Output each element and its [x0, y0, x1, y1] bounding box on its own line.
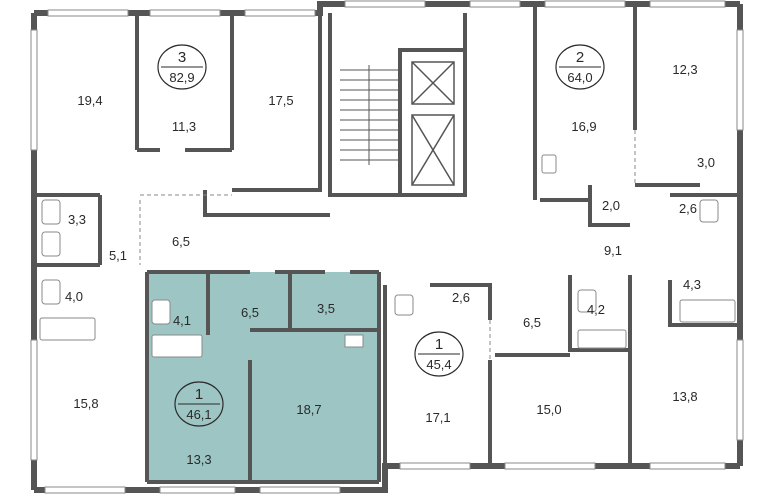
room-area-label: 11,3	[172, 119, 196, 134]
apartment-badge[interactable]: 1 45,4	[414, 331, 464, 377]
interior-walls	[34, 4, 740, 484]
room-area-label: 2,6	[679, 201, 697, 216]
staircase	[340, 65, 398, 165]
apartment-number: 2	[576, 49, 584, 66]
apartment-area: 45,4	[426, 357, 451, 372]
zone-lines	[139, 130, 636, 360]
apartment-number: 1	[195, 386, 203, 403]
apartment-area: 64,0	[567, 70, 592, 85]
room-area-label: 5,1	[109, 248, 127, 263]
apartment-badge[interactable]: 2 64,0	[555, 44, 605, 90]
room-area-label: 15,8	[73, 396, 98, 411]
highlighted-apartment[interactable]	[147, 272, 379, 482]
room-area-label: 2,6	[452, 290, 470, 305]
room-area-label: 9,1	[604, 243, 622, 258]
apartment-badge[interactable]: 1 46,1	[174, 381, 224, 427]
room-area-label: 18,7	[296, 402, 321, 417]
room-area-label: 19,4	[77, 93, 102, 108]
apartment-badges: 3 82,9 2 64,0 1 46,1 1 45,4	[157, 44, 605, 427]
room-area-label: 17,1	[425, 410, 450, 425]
room-area-label: 4,2	[587, 302, 605, 317]
room-area-label: 3,3	[68, 212, 86, 227]
apartment-area: 82,9	[169, 70, 194, 85]
room-area-label: 3,0	[697, 155, 715, 170]
apartment-badge[interactable]: 3 82,9	[157, 44, 207, 90]
room-labels: 19,4 11,3 17,5 16,9 12,3 3,0 2,0 2,6 9,1…	[65, 62, 715, 467]
room-area-label: 13,3	[186, 452, 211, 467]
room-area-label: 12,3	[672, 62, 697, 77]
apartment-number: 3	[178, 49, 186, 66]
windows	[30, 0, 744, 494]
room-area-label: 2,0	[602, 198, 620, 213]
room-area-label: 6,5	[241, 305, 259, 320]
room-area-label: 16,9	[571, 119, 596, 134]
room-area-label: 15,0	[536, 402, 561, 417]
room-area-label: 4,1	[173, 313, 191, 328]
room-area-label: 4,3	[683, 277, 701, 292]
room-area-label: 13,8	[672, 389, 697, 404]
room-area-label: 17,5	[268, 93, 293, 108]
sanitary-fixtures	[39, 154, 736, 358]
apartment-area: 46,1	[186, 407, 211, 422]
room-area-label: 4,0	[65, 289, 83, 304]
apartment-number: 1	[435, 336, 443, 353]
room-area-label: 6,5	[172, 234, 190, 249]
elevator-shafts	[411, 61, 455, 186]
room-area-label: 3,5	[317, 301, 335, 316]
room-area-label: 6,5	[523, 315, 541, 330]
